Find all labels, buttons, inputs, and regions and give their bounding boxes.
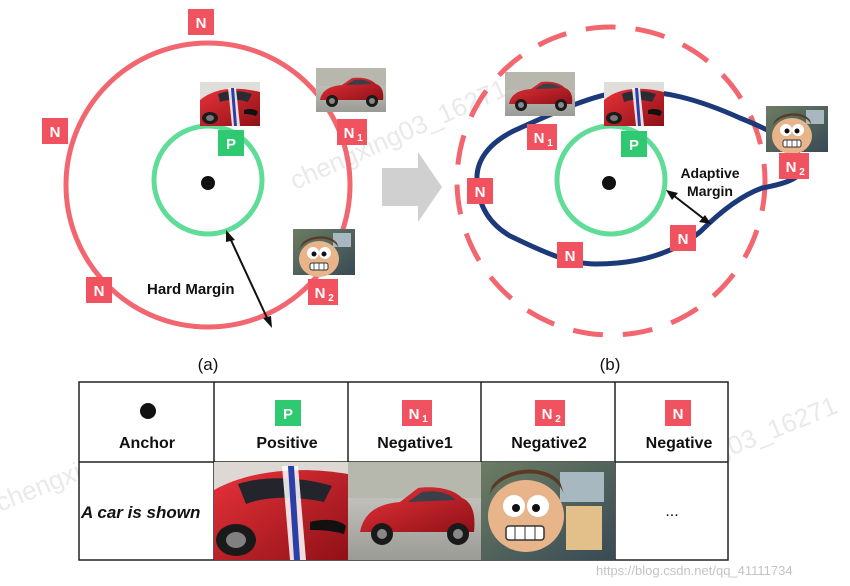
positive-badge: P: [218, 130, 244, 156]
positive-car-image: [200, 82, 260, 126]
positive-car-image: [214, 462, 348, 560]
ellipsis-text: ...: [665, 503, 678, 520]
negative1-car-image: [348, 462, 481, 560]
svg-text:N: N: [50, 124, 61, 141]
header-positive: Positive: [256, 435, 317, 452]
positive-ring: [554, 123, 668, 237]
negative1-car-image: [505, 72, 575, 116]
positive-badge: P: [275, 400, 301, 426]
negative2-badge: N 2: [779, 153, 809, 179]
svg-text:N: N: [786, 159, 797, 176]
negative2-cartoon-image: [292, 228, 356, 278]
svg-text:N: N: [565, 248, 576, 265]
panel-b-caption: (b): [600, 355, 621, 374]
header-negative2: Negative2: [511, 435, 587, 452]
svg-text:1: 1: [422, 414, 428, 425]
negative2-cartoon-image: [481, 462, 615, 560]
panel-a: N N N P N 1 N 2 Hard Margin: [42, 9, 386, 374]
svg-text:P: P: [226, 136, 236, 153]
hard-margin-arrow: [226, 230, 272, 328]
svg-text:N: N: [475, 184, 486, 201]
svg-text:2: 2: [555, 414, 561, 425]
negative2-cartoon-image: [765, 105, 829, 155]
svg-text:1: 1: [357, 133, 363, 144]
positive-car-image: [604, 82, 664, 126]
negative-badge: N: [188, 9, 214, 35]
legend-table: P N 1 N 2 N Anchor Positive Negative1 Ne…: [78, 381, 729, 561]
negative-badge: N: [670, 225, 696, 251]
svg-text:N: N: [344, 125, 355, 142]
svg-text:N: N: [409, 406, 420, 423]
negative-badge: N: [86, 277, 112, 303]
negative-badge: N: [467, 178, 493, 204]
header-negative1: Negative1: [377, 435, 453, 452]
svg-text:N: N: [94, 283, 105, 300]
positive-badge: P: [621, 131, 647, 157]
svg-text:P: P: [629, 137, 639, 154]
negative-badge: N: [665, 400, 691, 426]
negative1-badge: N 1: [337, 119, 367, 145]
adaptive-margin-label: Adaptive: [680, 165, 739, 181]
svg-text:N: N: [673, 406, 684, 423]
negative1-car-image: [316, 68, 386, 112]
svg-text:N: N: [534, 130, 545, 147]
negative2-badge: N 2: [535, 400, 565, 426]
anchor-caption-text: A car is shown: [80, 503, 200, 522]
negative2-badge: N 2: [308, 279, 338, 305]
watermark-url: https://blog.csdn.net/qq_41111734: [596, 563, 793, 578]
svg-text:2: 2: [799, 167, 805, 178]
panel-b: N 1 P N 2 N N N Adaptive: [454, 24, 829, 374]
negative1-badge: N 1: [402, 400, 432, 426]
svg-text:N: N: [196, 15, 207, 32]
svg-text:N: N: [542, 406, 553, 423]
svg-text:N: N: [315, 285, 326, 302]
hard-margin-circle: [63, 40, 353, 330]
adaptive-margin-label: Margin: [687, 183, 733, 199]
svg-text:2: 2: [328, 293, 334, 304]
panel-a-caption: (a): [198, 355, 219, 374]
hard-margin-label: Hard Margin: [147, 281, 235, 298]
negative-badge: N: [42, 118, 68, 144]
anchor-dot: [140, 403, 156, 419]
positive-ring: [151, 123, 265, 237]
negative-badge: N: [557, 242, 583, 268]
negative1-badge: N 1: [527, 124, 557, 150]
svg-text:N: N: [678, 231, 689, 248]
transition-arrow: [382, 152, 442, 222]
adaptive-margin-arrow: [666, 190, 711, 224]
header-negative: Negative: [646, 435, 713, 452]
anchor-dot: [201, 176, 215, 190]
anchor-dot: [602, 176, 616, 190]
header-anchor: Anchor: [119, 435, 175, 452]
svg-text:1: 1: [547, 138, 553, 149]
svg-text:P: P: [283, 406, 293, 423]
dashed-margin-circle: [454, 24, 768, 338]
